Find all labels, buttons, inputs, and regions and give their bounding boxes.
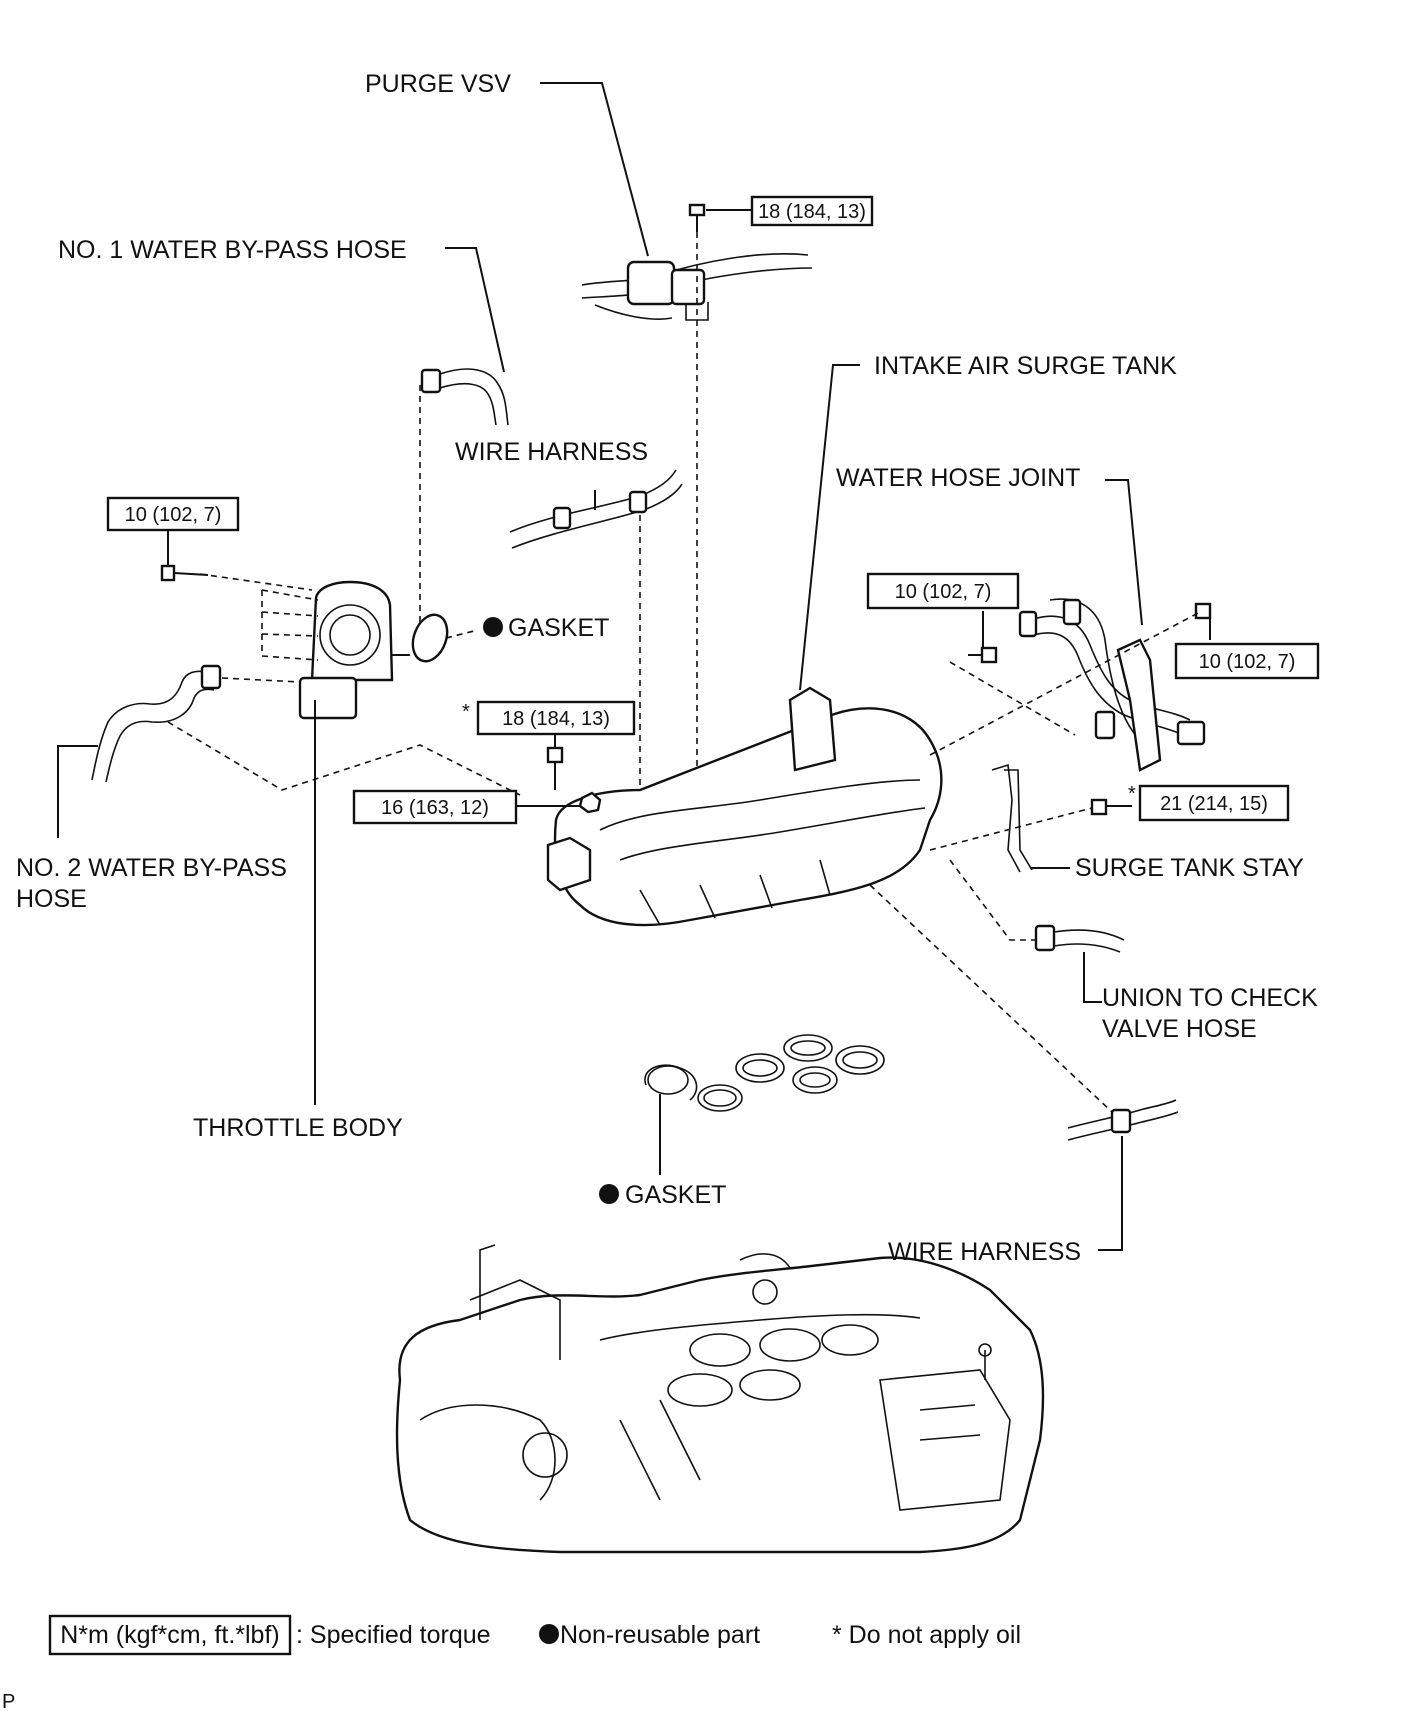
nonreusable-dot-throttle-gasket	[483, 617, 503, 637]
legend-nonreusable-dot	[539, 1624, 559, 1644]
label-no2-water-bypass-hose-2: HOSE	[16, 885, 87, 913]
torque-stay-bolt: 21 (214, 15)	[1138, 784, 1290, 822]
torque-water-joint-left: 10 (102, 7)	[866, 572, 1020, 610]
water-hose-joint-part	[1018, 598, 1206, 772]
surge-tank-bolt	[546, 746, 564, 790]
engine-overview-illustration	[395, 1244, 1045, 1554]
label-surge-tank-stay: SURGE TANK STAY	[1075, 854, 1304, 882]
union-to-check-valve-hose-part	[1034, 924, 1125, 953]
throttle-bolt	[160, 564, 209, 582]
no2-hose-leader	[57, 745, 98, 838]
svg-text:18 (184, 13): 18 (184, 13)	[758, 201, 866, 223]
asterisk-stay-bolt: *	[1128, 783, 1136, 805]
label-no2-water-bypass-hose-1: NO. 2 WATER BY-PASS	[16, 854, 287, 882]
union-hose-leader	[1083, 952, 1102, 1003]
purge-vsv-leader	[540, 82, 649, 257]
no1-hose-leader	[445, 247, 505, 373]
torque-surge-tank-nut: 16 (163, 12)	[352, 789, 518, 825]
torque-purge-vsv: 18 (184, 13)	[750, 195, 874, 227]
surge-tank-nut	[578, 791, 602, 814]
intake-manifold-part	[546, 686, 943, 927]
nonreusable-dot-manifold-gasket	[599, 1184, 619, 1204]
label-water-hose-joint: WATER HOSE JOINT	[836, 464, 1080, 492]
wire-harness-bottom-part	[1067, 1099, 1179, 1141]
legend-torque-unit: N*m (kgf*cm, ft.*lbf)	[60, 1621, 279, 1649]
purge-vsv-bolt	[688, 203, 706, 232]
label-throttle-body: THROTTLE BODY	[193, 1114, 403, 1142]
torque-surge-tank-bolt: 18 (184, 13)	[476, 700, 636, 736]
water-hose-joint-leader	[1105, 479, 1143, 626]
corner-mark: P	[2, 1691, 15, 1713]
label-purge-vsv: PURGE VSV	[365, 70, 511, 98]
svg-text:10 (102, 7): 10 (102, 7)	[1199, 651, 1296, 673]
svg-text:21 (214, 15): 21 (214, 15)	[1160, 793, 1268, 815]
svg-text:10 (102, 7): 10 (102, 7)	[125, 504, 222, 526]
purge-vsv-part	[581, 253, 813, 321]
wire-harness-bottom-leader	[1098, 1136, 1123, 1251]
no2-water-bypass-hose-part	[91, 664, 222, 783]
stay-bolt	[1090, 798, 1108, 816]
throttle-body-part	[298, 580, 410, 720]
asterisk-surge-tank-bolt: *	[462, 701, 470, 723]
label-intake-air-surge-tank: INTAKE AIR SURGE TANK	[874, 352, 1177, 380]
water-joint-bolt-right	[1194, 602, 1212, 620]
throttle-gasket-part	[411, 613, 449, 663]
torque-water-joint-right: 10 (102, 7)	[1174, 642, 1320, 680]
manifold-gasket-part	[644, 1034, 885, 1112]
surge-tank-stay-part	[991, 763, 1033, 873]
legend-torque-box	[48, 1614, 292, 1656]
legend-torque-text: : Specified torque	[296, 1621, 491, 1649]
legend: N*m (kgf*cm, ft.*lbf) : Specified torque…	[48, 1614, 1021, 1656]
label-gasket-throttle: GASKET	[508, 614, 609, 642]
intake-surge-tank-leader	[799, 364, 860, 691]
svg-text:10 (102, 7): 10 (102, 7)	[895, 581, 992, 603]
legend-no-oil-text: * Do not apply oil	[832, 1621, 1021, 1649]
label-wire-harness-bottom: WIRE HARNESS	[888, 1238, 1081, 1266]
label-wire-harness-top: WIRE HARNESS	[455, 438, 648, 466]
water-joint-bolt-left	[968, 646, 998, 664]
label-union-to-check-2: VALVE HOSE	[1102, 1015, 1257, 1043]
label-union-to-check-1: UNION TO CHECK	[1102, 984, 1318, 1012]
wire-harness-top-part	[509, 469, 683, 549]
legend-nonreusable-text: Non-reusable part	[560, 1621, 760, 1649]
label-gasket-manifold: GASKET	[625, 1181, 726, 1209]
svg-text:16 (163, 12): 16 (163, 12)	[381, 797, 489, 819]
torque-throttle-bolt: 10 (102, 7)	[106, 496, 240, 532]
no1-water-bypass-hose-part	[420, 368, 509, 426]
label-no1-water-bypass-hose: NO. 1 WATER BY-PASS HOSE	[58, 236, 407, 264]
svg-text:18 (184, 13): 18 (184, 13)	[502, 708, 610, 730]
